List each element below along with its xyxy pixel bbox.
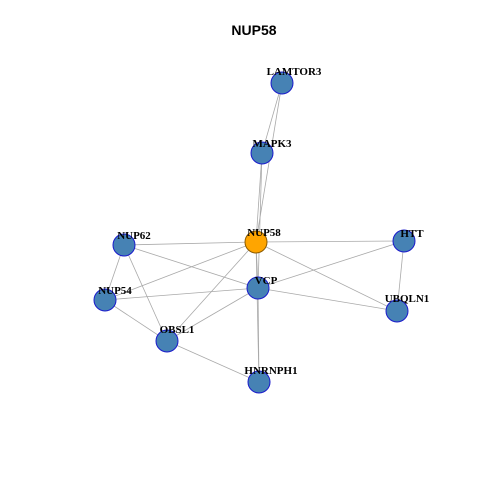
edge-nup58-nup62 (123, 241, 257, 246)
edge-vcp-ubqln1 (257, 287, 398, 312)
edge-vcp-obsl1 (166, 287, 259, 342)
node-vcp[interactable] (246, 276, 270, 300)
node-label-htt: HTT (400, 228, 424, 240)
node-obsl1[interactable] (155, 329, 179, 353)
node-lamtor3[interactable] (270, 71, 294, 95)
node-label-hnrnph1: HNRNPH1 (244, 365, 297, 377)
node-mapk3[interactable] (250, 141, 274, 165)
node-ubqln1[interactable] (385, 299, 409, 323)
edge-htt-ubqln1 (396, 240, 405, 312)
node-label-vcp: VCP (255, 275, 278, 287)
node-label-nup62: NUP62 (117, 230, 151, 242)
node-label-nup54: NUP54 (98, 285, 132, 297)
diagram-title: NUP58 (231, 22, 276, 38)
edge-obsl1-hnrnph1 (166, 340, 260, 383)
edge-nup58-htt (255, 240, 405, 243)
edge-nup58-nup54 (104, 241, 257, 301)
edge-htt-vcp (257, 240, 405, 289)
edge-nup62-obsl1 (123, 244, 168, 342)
node-nup54[interactable] (93, 288, 117, 312)
edge-mapk3-vcp (257, 152, 263, 289)
edge-vcp-nup54 (104, 287, 259, 301)
node-label-ubqln1: UBQLN1 (385, 293, 430, 305)
edge-mapk3-nup58 (255, 152, 263, 243)
node-htt[interactable] (392, 229, 416, 253)
node-label-mapk3: MAPK3 (252, 138, 292, 150)
node-label-obsl1: OBSL1 (160, 324, 195, 336)
edge-lamtor3-mapk3 (261, 82, 283, 154)
node-nup58[interactable] (244, 230, 268, 254)
node-layer (93, 71, 416, 394)
edge-vcp-hnrnph1 (257, 287, 260, 383)
node-hnrnph1[interactable] (247, 370, 271, 394)
edge-nup54-obsl1 (104, 299, 168, 342)
node-nup62[interactable] (112, 233, 136, 257)
node-label-nup58: NUP58 (247, 227, 281, 239)
edge-nup62-vcp (123, 244, 259, 289)
edge-nup58-ubqln1 (255, 241, 398, 312)
node-label-lamtor3: LAMTOR3 (267, 66, 322, 78)
